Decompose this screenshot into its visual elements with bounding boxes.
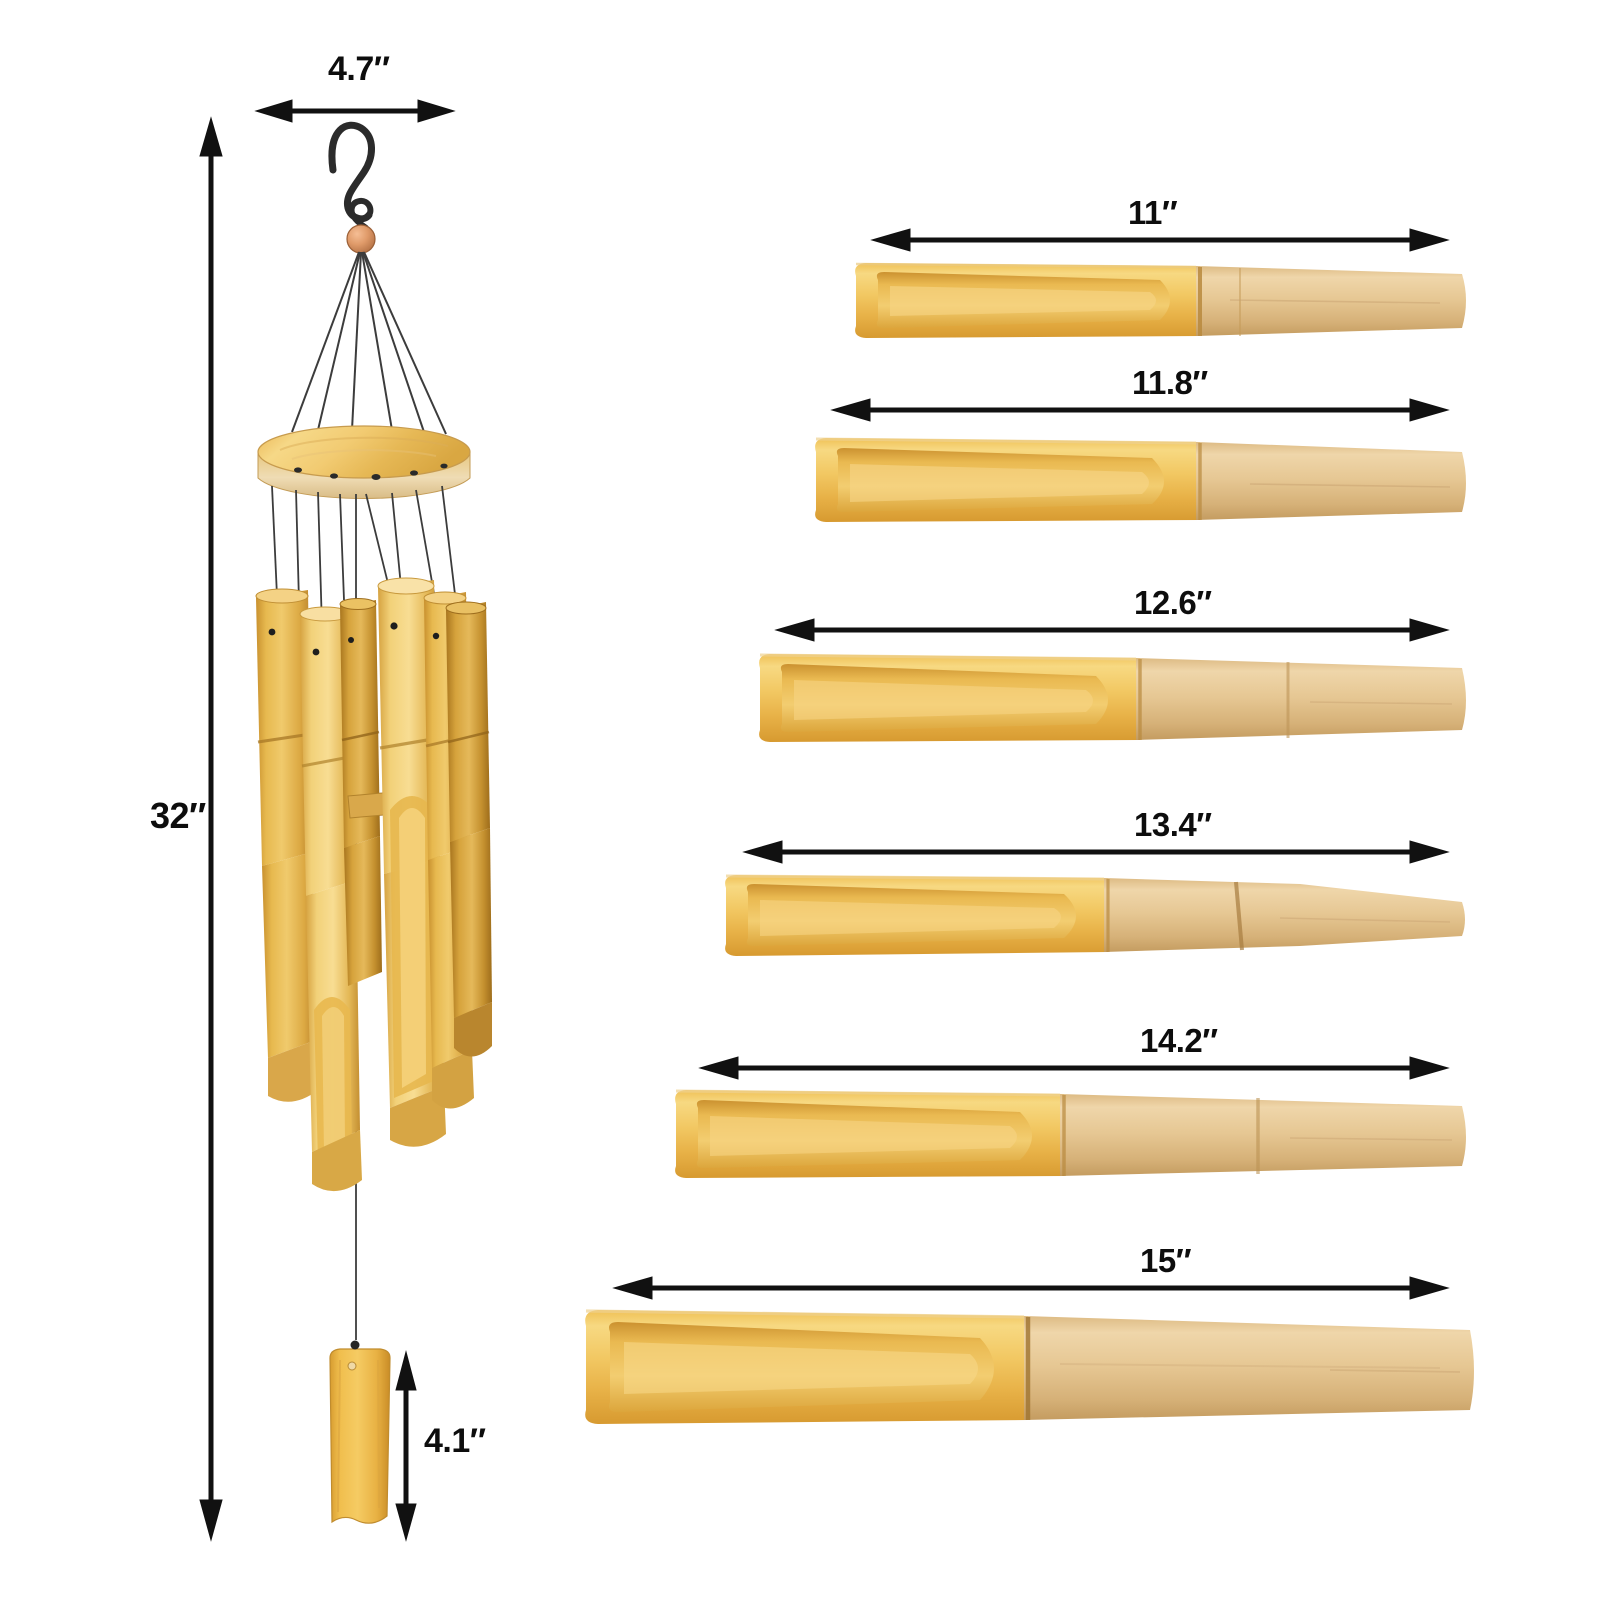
tube-specimen-6 [585, 1276, 1474, 1424]
tube-specimen-3 [759, 618, 1466, 742]
chime-tube-3 [339, 598, 382, 986]
dimension-label-width: 4.7″ [328, 50, 390, 88]
dimension-arrow-tube-2 [830, 398, 1450, 422]
dimension-arrow-tube-4 [742, 840, 1450, 864]
assembled-wind-chime [255, 121, 492, 1524]
s-hook-icon [328, 121, 375, 231]
dimension-arrow-tube-1 [870, 228, 1450, 252]
chime-tube-1 [255, 588, 318, 1102]
tube-length-label-2: 11.8″ [1132, 364, 1208, 401]
dimension-arrow-tube-3 [774, 618, 1450, 642]
tube-length-label-3: 12.6″ [1134, 584, 1212, 621]
tube-specimen-1 [855, 228, 1466, 338]
dimension-arrow-catcher-4-1 [395, 1350, 417, 1542]
dimension-arrow-tube-6 [612, 1276, 1450, 1300]
bamboo-tubes-cluster [255, 577, 492, 1192]
disc-cord-holes [294, 463, 448, 480]
tube-length-label-6: 15″ [1140, 1242, 1192, 1279]
tube-specimen-5 [675, 1056, 1466, 1178]
tube-length-label-4: 13.4″ [1134, 806, 1212, 843]
dimension-label-wind-catcher: 4.1″ [424, 1422, 486, 1460]
tube-specimen-4 [725, 840, 1465, 956]
tube-length-label-5: 14.2″ [1140, 1022, 1218, 1059]
dimension-label-height: 32″ [150, 795, 206, 836]
wooden-bead [346, 224, 376, 254]
dimension-arrow-height-32 [199, 116, 223, 1542]
wooden-top-disc [257, 425, 471, 499]
wind-catcher-paddle [329, 1340, 391, 1524]
chime-tube-4 [377, 577, 446, 1147]
dimension-arrow-tube-5 [698, 1056, 1450, 1080]
chime-tube-6 [445, 601, 492, 1057]
tube-specimen-2 [815, 398, 1466, 522]
tube-specimens [585, 228, 1474, 1424]
dimension-lines [199, 99, 456, 1542]
dimension-arrow-width-4-7 [254, 99, 456, 123]
suspension-cords [291, 251, 447, 435]
tube-length-label-1: 11″ [1128, 194, 1178, 231]
